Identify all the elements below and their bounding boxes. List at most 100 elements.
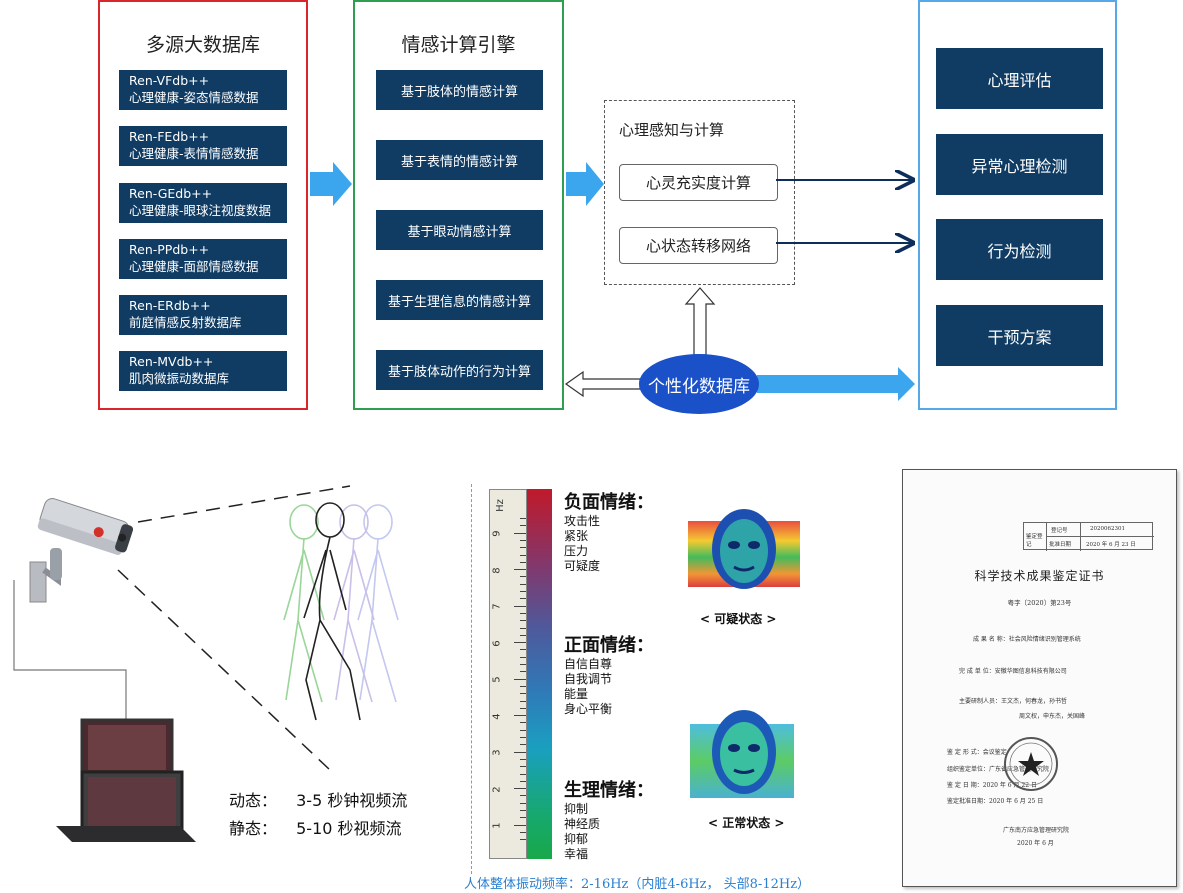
cognition-item: 心灵充实度计算 [619,164,778,201]
scale-tick-mark [520,627,526,629]
scale-tick-mark [520,620,526,622]
hollow-up-arrow [684,287,716,356]
personal-db-ellipse [639,354,759,414]
emotion-item: 压力 [564,544,589,558]
scale-tick-mark [520,729,526,731]
scale-tick-mark [520,518,526,519]
scale-tick-mark [514,824,526,826]
suspicious-face-image [688,509,800,589]
reg-side-label: 鉴定登记 [1026,534,1043,548]
scale-tick-label: 5 [491,676,503,683]
certificate-document: 鉴定登记 登记号 2020062301 批准日期 2020 年 6 月 23 日… [902,469,1177,887]
certificate-people-2: 周文权，申东杰，关国峰 [1019,713,1086,720]
cognition-box: 心理感知与计算 心灵充实度计算 心状态转移网络 [604,100,795,285]
scale-tick-mark [520,831,526,833]
engine-panel-title: 情感计算引擎 [401,34,516,56]
scale-tick-mark [520,839,526,841]
scale-tick-mark [520,780,526,782]
scale-tick-mark [520,561,526,563]
certificate-title: 科学技术成果鉴定证书 [974,569,1105,583]
scale-tick-mark [520,598,526,600]
view-cone-line [117,569,331,771]
emotion-item: 攻击性 [564,514,601,528]
database-item-desc: 肌肉微振动数据库 [129,371,230,386]
approve-date-value: 2020 年 6 月 23 日 [1086,542,1136,548]
suspicious-state-label: < 可疑状态 > [700,612,777,626]
frequency-caption-value: 2-16Hz（内脏4-6Hz， 头部8-12Hz） [581,877,811,892]
scale-tick-label: 1 [491,822,503,829]
view-cone-line [137,485,351,523]
emotion-heading: 生理情绪： [564,780,654,801]
emotion-item: 自我调节 [564,672,613,686]
reg-divider [1046,523,1047,551]
frequency-caption: 人体整体振动频率：2-16Hz（内脏4-6Hz， 头部8-12Hz） [464,873,810,892]
emotion-item: 紧张 [564,529,589,543]
scale-tick-mark [514,788,526,790]
certificate-reg-table: 鉴定登记 登记号 2020062301 批准日期 2020 年 6 月 23 日 [1023,522,1154,551]
dynamic-value: 3-5 秒钟视频流 [296,791,408,810]
scale-tick-mark [514,678,526,680]
database-item-desc: 心理健康-姿态情感数据 [129,90,259,105]
certificate-result: 成 果 名 称：社会风险情绪识别管理系统 [973,636,1081,643]
scale-tick-mark [520,707,526,709]
certificate-footer-date: 2020 年 6 月 [1017,840,1054,847]
scale-tick-mark [520,795,526,797]
official-seal [1004,737,1058,791]
output-panel: 心理评估 异常心理检测 行为检测 干预方案 [918,0,1117,410]
engine-panel: 情感计算引擎 基于肢体的情感计算 基于表情的情感计算 基于眼动情感计算 基于生理… [353,0,564,410]
certificate-org: 组织鉴定单位：广东省应急管理研究院 [947,766,1050,773]
scale-tick-mark [520,671,526,673]
scale-tick-mark [520,722,526,724]
database-item: Ren-ERdb++前庭情感反射数据库 [119,295,287,335]
emotion-item: 抑郁 [564,832,589,846]
computer-icon [56,718,196,842]
engine-item: 基于生理信息的情感计算 [376,280,543,320]
emotion-item: 抑制 [564,802,589,816]
emotion-item: 自信自尊 [564,657,613,671]
reg-label: 登记号 [1051,528,1068,534]
scale-tick-mark [520,700,526,702]
scale-tick-mark [520,525,526,527]
approve-date-label: 批准日期 [1049,542,1072,548]
scale-tick-label: 2 [491,785,503,793]
database-item-desc: 心理健康-面部情感数据 [129,259,259,274]
scale-tick-mark [520,744,526,746]
negative-emotion-group: 负面情绪： 攻击性 紧张 压力 可疑度 [564,488,654,574]
database-item-desc: 心理健康-眼球注视度数据 [129,203,272,218]
scale-tick-mark [520,802,526,804]
scale-tick-mark [514,642,526,644]
scale-tick-mark [520,758,526,760]
output-item: 干预方案 [936,305,1103,366]
static-label: 静态： [229,819,278,838]
emotion-heading: 正面情绪： [564,635,654,656]
camera-icon [29,498,134,603]
scale-tick-mark [520,817,526,819]
engine-item: 基于眼动情感计算 [376,210,543,250]
normal-face-image [690,710,794,798]
scale-tick-mark [520,766,526,768]
database-item-desc: 心理健康-表情情感数据 [129,146,259,161]
database-item-code: Ren-PPdb++ [129,242,210,257]
scale-tick-mark [520,737,526,738]
scale-tick-mark [520,539,526,541]
physiological-emotion-group: 生理情绪： 抑制 神经质 抑郁 幸福 [564,776,654,862]
emotion-item: 能量 [564,687,589,701]
scale-tick-label: 3 [491,749,503,756]
engine-item: 基于表情的情感计算 [376,140,543,180]
frequency-color-bar [527,489,552,859]
scale-tick-mark [520,649,526,651]
scale-unit: Hz [494,499,506,512]
walking-person-figure [283,502,399,721]
certificate-number: 粤字〔2020〕第23号 [1007,599,1072,607]
scale-tick-mark [514,569,526,571]
dashed-divider [471,484,472,874]
scale-tick-mark [520,576,526,578]
positive-emotion-group: 正面情绪： 自信自尊 自我调节 能量 身心平衡 [564,631,654,717]
database-item-code: Ren-GEdb++ [129,186,213,201]
scale-tick-mark [520,583,526,585]
scale-tick-mark [514,751,526,753]
scale-tick-mark [520,664,526,665]
certificate-form: 鉴 定 形 式：会议鉴定 [947,749,1007,756]
scale-tick-mark [520,554,526,556]
certificate-footer-org: 广东南方应急管理研究院 [1003,827,1070,834]
